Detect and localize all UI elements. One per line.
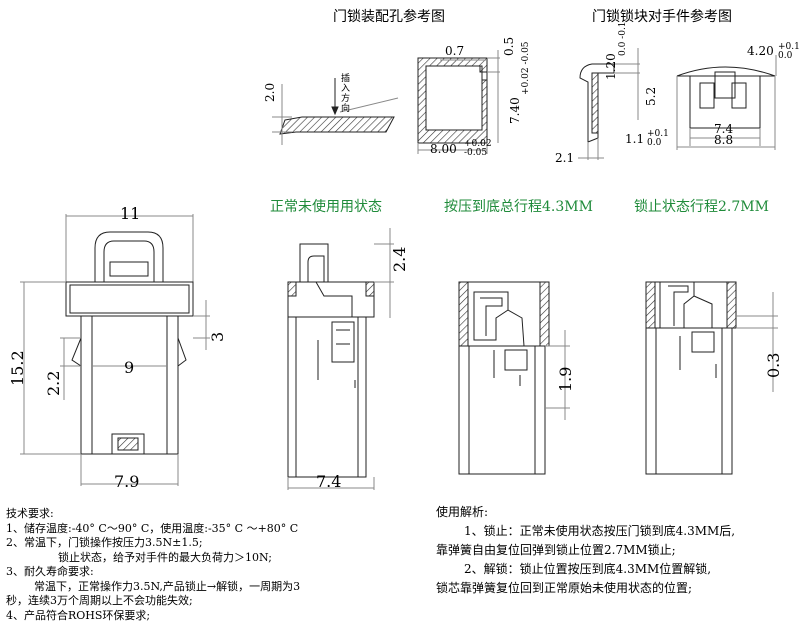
dim-8-00-tolerance: +0.02 -0.05 [464,139,492,158]
dim-9: 9 [124,358,135,377]
section-normal [287,228,394,490]
dim-7-40-tolerance: +0.02 -0.05 [521,41,531,95]
square-hole [417,50,500,154]
dim-1-1: 1.1 [625,132,645,146]
block-profile [578,48,640,160]
tech-line-1: 1、储存温度:-40° C～90° C，使用温度:-35° C ～+80° C [6,521,299,535]
dim-7-9: 7.9 [114,472,140,491]
dim-7-4-section: 7.4 [316,472,342,491]
dim-1-1-tolerance: +0.1 0.0 [647,129,669,148]
title-block-reference: 门锁锁块对手件参考图 [592,9,732,25]
dim-2-0: 2.0 [263,82,277,102]
dim-1-20-tolerance: 0.0 -0.1 [618,21,628,56]
usage-line-2: 靠弹簧自由复位回弹到锁止位置2.7MM锁止; [436,543,676,557]
tech-line-4: 3、耐久寿命要求: [6,565,94,578]
state-locked-label: 锁止状态行程2.7MM [634,199,769,215]
dim-5-2: 5.2 [644,86,658,106]
tech-line-7: 4、产品符合ROHS环保要求; [6,608,151,622]
tech-line-2: 2、常温下，门锁操作按压力3.5N±1.5; [6,536,203,549]
dim-7-40: 7.40 [508,97,522,124]
section-pressed [458,281,570,475]
state-normal-label: 正常未使用用状态 [270,199,382,215]
dim-0-7: 0.7 [445,44,465,58]
block-front [676,55,777,150]
tech-line-3: 锁止状态，给予对手件的最大负荷力＞10N; [58,550,272,564]
dim-7-4-ref: 7.4 [714,122,734,136]
section-locked [645,281,778,475]
tech-line-5: 常温下，正常操作力3.5N,产品锁止→解锁，一周期为3 [34,579,301,593]
usage-heading: 使用解析: [436,505,489,519]
dim-1-20: 1.20 [604,53,618,80]
front-view [20,214,210,486]
dim-8-00: 8.00 [430,142,457,156]
dim-2-1: 2.1 [555,151,575,165]
tech-line-6: 秒，连续3万个周期以上不会功能失效; [6,594,193,607]
usage-line-1: 1、锁止：正常未使用状态按压门锁到底4.3MM后, [464,524,736,538]
dim-0-5: 0.5 [502,36,516,56]
usage-line-4: 锁芯靠弹簧复位回到正常原始未使用状态的位置; [436,581,693,595]
usage-analysis: 使用解析: 1、锁止：正常未使用状态按压门锁到底4.3MM后, 靠弹簧自由复位回… [436,503,735,598]
state-pressed-label: 按压到底总行程4.3MM [444,199,593,215]
usage-line-3: 2、解锁：锁止位置按压到底4.3MM位置解锁, [464,562,712,576]
panel-section [272,78,399,145]
insert-direction-label: 插入方向 [341,74,351,114]
dim-1-9: 1.9 [556,366,575,392]
dim-2-4: 2.4 [390,246,409,272]
dim-4-20: 4.20 [747,44,774,58]
dim-4-20-tolerance: +0.1 0.0 [778,42,800,61]
tech-requirements: 技术要求: 1、储存温度:-40° C～90° C，使用温度:-35° C ～+… [6,507,300,623]
dim-2-2: 2.2 [44,370,63,396]
dim-3: 3 [208,331,227,342]
dim-8-8: 8.8 [714,133,734,147]
tech-heading: 技术要求: [6,507,54,520]
dim-15-2: 15.2 [8,350,27,386]
dim-11: 11 [120,204,141,223]
title-hole-reference: 门锁装配孔参考图 [333,9,445,25]
dim-0-3: 0.3 [764,352,783,378]
